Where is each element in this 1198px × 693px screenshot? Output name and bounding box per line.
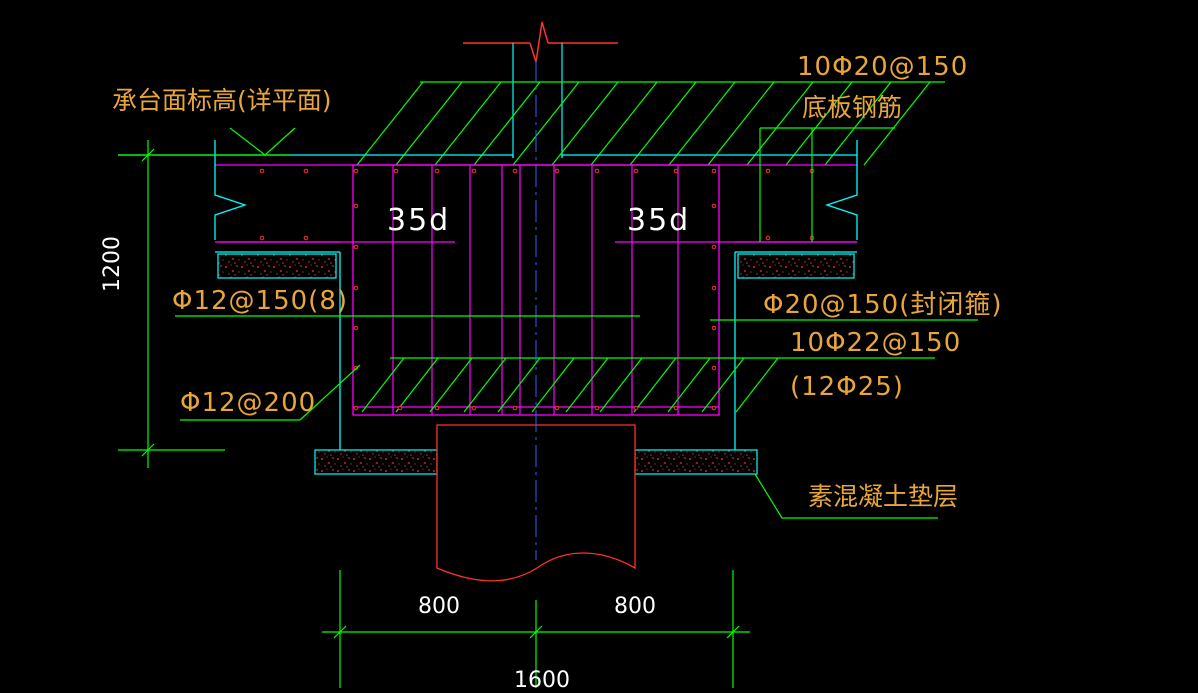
- bottom-slab-rebar-label: 底板钢筋: [802, 93, 903, 122]
- main-rebar-alt-label: (12Φ25): [790, 372, 904, 402]
- hatch-line: [590, 81, 658, 166]
- main-rebar-label: 10Φ22@150: [790, 328, 962, 358]
- right-side-cushion: [737, 253, 855, 279]
- hatch-line: [473, 81, 541, 166]
- rebar-dot: [673, 168, 679, 174]
- top-slab-hatch: [356, 81, 931, 166]
- rebar-dot: [594, 168, 600, 174]
- rebar-dot: [393, 168, 399, 174]
- rebar-dot: [303, 168, 309, 174]
- bottom-cushion-left: [314, 449, 438, 475]
- hatch-line: [356, 81, 424, 166]
- cushion-label: 素混凝土垫层: [808, 482, 959, 511]
- rebar-dot: [397, 405, 403, 411]
- rebar-dot: [353, 203, 359, 209]
- stirrup-right-label: Φ20@150(封闭箍): [763, 290, 1003, 320]
- rebar-cage: [218, 164, 857, 416]
- hatch-line: [565, 357, 609, 413]
- rebar-dot: [711, 244, 717, 250]
- rebar-dot: [259, 168, 265, 174]
- hatch-line: [463, 357, 507, 413]
- rebar-dot: [353, 244, 359, 250]
- hatch-line: [497, 357, 541, 413]
- hatch-line: [667, 357, 711, 413]
- hatch-line: [707, 81, 775, 166]
- rebar-dot: [353, 168, 359, 174]
- column-break-symbol: [463, 21, 618, 158]
- cap-top-elevation-label: 承台面标高(详平面): [112, 86, 332, 115]
- rebar-dot: [471, 405, 477, 411]
- rebar-dot: [471, 168, 477, 174]
- hatch-line: [599, 357, 643, 413]
- rebar-dot: [673, 405, 679, 411]
- hatch-line: [701, 357, 745, 413]
- hatch-line: [551, 81, 619, 166]
- rebar-dot: [554, 168, 560, 174]
- hatch-line: [512, 81, 580, 166]
- left-side-cushion: [217, 253, 337, 279]
- hatch-line: [629, 81, 697, 166]
- rebar-dot: [711, 325, 717, 331]
- rebar-dot: [303, 235, 309, 241]
- rebar-dot: [554, 405, 560, 411]
- rebar-dot: [594, 405, 600, 411]
- rebar-dot: [353, 325, 359, 331]
- rebar-dot: [353, 405, 359, 411]
- stirrup-left-label: Φ12@150(8): [172, 286, 349, 316]
- hatch-line: [395, 81, 463, 166]
- leader-lines: [118, 127, 978, 688]
- hatch-line: [735, 357, 779, 413]
- rebar-dot: [633, 405, 639, 411]
- pile: [436, 424, 636, 582]
- rebar-dot: [512, 405, 518, 411]
- hatch-line: [863, 81, 931, 166]
- hatch-line: [785, 81, 853, 166]
- hatch-line: [633, 357, 677, 413]
- total-width-dimension: 1600: [514, 668, 570, 693]
- rebar-dot: [633, 168, 639, 174]
- hatch-line: [361, 357, 405, 413]
- hatch-line: [668, 81, 736, 166]
- hatch-line: [531, 357, 575, 413]
- right-width-dimension: 800: [614, 594, 656, 619]
- hatch-line: [429, 357, 473, 413]
- bottom-rebar-hatch: [361, 357, 779, 413]
- rebar-dot: [434, 168, 440, 174]
- hatch-line: [434, 81, 502, 166]
- rebar-dot: [434, 405, 440, 411]
- hatch-line: [824, 81, 892, 166]
- rebar-dot: [711, 365, 717, 371]
- bottom-bar-label: Φ12@200: [180, 388, 317, 418]
- rebar-dot: [512, 168, 518, 174]
- bottom-cushion-right: [634, 449, 758, 475]
- height-dimension: 1200: [100, 236, 125, 292]
- anchor-length-left: 35d: [387, 203, 451, 238]
- top-rebar-label: 10Φ20@150: [797, 52, 969, 82]
- rebar-dot: [765, 168, 771, 174]
- hatch-line: [395, 357, 439, 413]
- rebar-dot: [711, 285, 717, 291]
- left-width-dimension: 800: [418, 594, 460, 619]
- rebar-dot: [711, 203, 717, 209]
- rebar-dots: [259, 168, 815, 411]
- rebar-dot: [353, 285, 359, 291]
- rebar-dot: [765, 235, 771, 241]
- hatch-line: [746, 81, 814, 166]
- rebar-dot: [711, 405, 717, 411]
- anchor-length-right: 35d: [627, 203, 691, 238]
- rebar-dot: [711, 168, 717, 174]
- rebar-dot: [259, 235, 265, 241]
